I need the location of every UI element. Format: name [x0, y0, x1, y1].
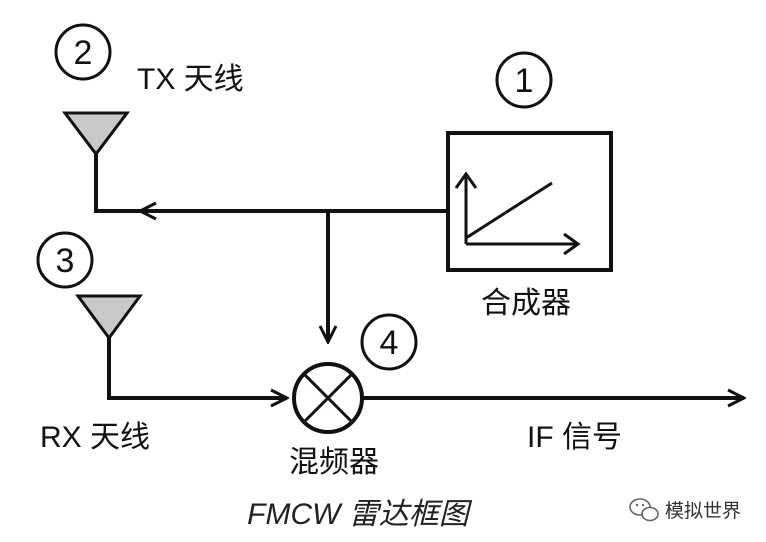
tx-number-circle: [54, 23, 112, 81]
tx-antenna-icon: [61, 111, 131, 157]
watermark-text: 模拟世界: [665, 500, 741, 522]
mixer-x-icon: [302, 372, 354, 424]
signal-lines: [94, 150, 744, 398]
tx-number: 2: [74, 34, 93, 72]
mixer-label: 混频器: [289, 446, 379, 479]
tx-antenna: 2 TX 天线: [54, 23, 244, 157]
mixer: 4 混频器: [289, 313, 418, 479]
watermark: 模拟世界: [629, 498, 741, 522]
rx-number: 3: [56, 242, 75, 280]
synthesizer-block: 1 合成器: [446, 51, 613, 320]
synthesizer-label: 合成器: [481, 287, 571, 320]
rx-antenna: 3 RX 天线: [36, 231, 150, 454]
mixer-number: 4: [380, 324, 399, 362]
mixer-number-circle: [360, 313, 418, 371]
if-signal-label: IF 信号: [527, 421, 622, 454]
rx-to-mixer-arrow: [107, 335, 287, 398]
chirp-icon: [454, 171, 581, 256]
synthesizer-number-circle: [495, 51, 553, 109]
synthesizer-number: 1: [515, 62, 534, 100]
rx-number-circle: [36, 231, 94, 289]
rx-label: RX 天线: [40, 421, 150, 454]
tx-feed-line: [94, 150, 140, 213]
rx-antenna-icon: [75, 294, 143, 341]
wechat-icon: [629, 498, 659, 522]
tx-label: TX 天线: [137, 63, 244, 96]
diagram-caption: FMCW 雷达框图: [247, 498, 473, 531]
synthesizer-box: [446, 131, 613, 272]
